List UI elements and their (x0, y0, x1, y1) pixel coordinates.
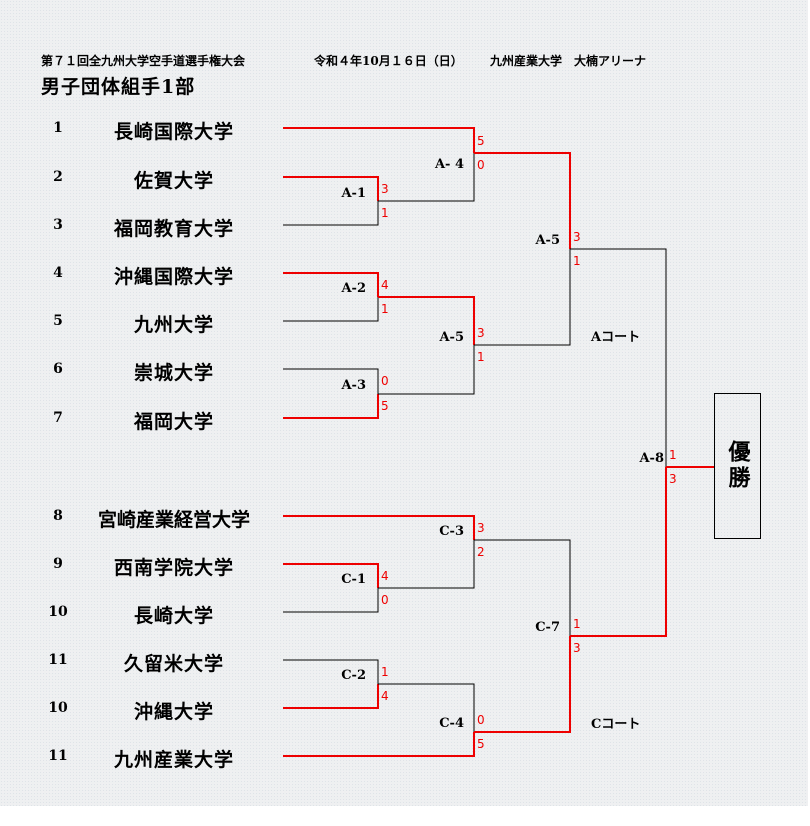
event-venue: 九州産業大学 大楠アリーナ (490, 54, 647, 68)
bracket-line-a5-out (570, 248, 667, 467)
team-seed: 3 (53, 217, 63, 233)
bracket-line-team-11 (283, 659, 379, 684)
score-c3-bottom: 2 (477, 545, 485, 559)
score-c7-bottom: 3 (573, 641, 581, 655)
score-c3-top: 3 (477, 521, 485, 535)
bracket-line-team-8 (283, 515, 475, 540)
team-name: 西南学院大学 (113, 557, 234, 579)
score-c1-top: 4 (381, 569, 389, 583)
bracket-line-team-6 (283, 368, 379, 394)
champion-label: 優勝 (724, 440, 751, 492)
score-c7-top: 1 (573, 617, 581, 631)
bracket-line-team-3 (283, 201, 379, 226)
team-name: 久留米大学 (123, 653, 224, 675)
bracket-line-team-10 (283, 588, 379, 613)
score-a2-bottom: 1 (381, 302, 389, 316)
team-seed: 1 (53, 120, 63, 136)
score-a8-top: 1 (669, 448, 677, 462)
bracket-line-a3-out (378, 345, 475, 395)
team-name: 沖縄国際大学 (113, 266, 234, 288)
team-name: 福岡教育大学 (113, 218, 234, 240)
team-seed: 4 (53, 265, 63, 281)
match-label-a5: A-5 (535, 233, 560, 248)
court-label-c: Cコート (591, 717, 641, 732)
match-label-c3: C-3 (439, 524, 464, 539)
team-seed: 11 (48, 748, 68, 764)
team-seed: 10 (48, 700, 68, 716)
team-name: 崇城大学 (133, 362, 214, 384)
score-a5-top: 3 (573, 230, 581, 244)
score-a8-bottom: 3 (669, 472, 677, 486)
score-c1-bottom: 0 (381, 593, 389, 607)
score-a3-bottom: 5 (381, 399, 389, 413)
match-label-c2: C-2 (341, 668, 366, 683)
bracket-line-a1-out (378, 153, 475, 202)
score-a5b-bottom: 1 (477, 350, 485, 364)
team-name: 長崎国際大学 (113, 121, 234, 143)
score-a1-bottom: 1 (381, 206, 389, 220)
score-a3-top: 0 (381, 374, 389, 388)
match-label-c1: C-1 (341, 572, 366, 587)
bracket-line-a2-out (378, 296, 475, 345)
team-seed: 2 (53, 169, 63, 185)
bracket-line-c1-out (378, 540, 475, 589)
bracket-line-team-13 (283, 732, 475, 757)
bracket-line-team-12 (283, 684, 379, 709)
bracket-line-team-4 (283, 272, 379, 297)
team-seed: 10 (48, 604, 68, 620)
bracket-line-c2-out (378, 683, 475, 732)
event-title: 第７１回全九州大学空手道選手権大会 (41, 54, 246, 68)
bracket-line-team-5 (283, 297, 379, 322)
bracket-line-a4-out (474, 152, 571, 249)
team-seed: 8 (53, 508, 63, 524)
score-a5b-top: 3 (477, 326, 485, 340)
team-name: 福岡大学 (133, 411, 214, 433)
score-c2-bottom: 4 (381, 689, 389, 703)
team-name: 九州産業大学 (113, 749, 234, 771)
bracket-line-c7-out (570, 467, 667, 637)
bracket-line-team-2 (283, 176, 379, 201)
bracket-line-c3-out (474, 539, 571, 636)
team-name: 長崎大学 (133, 605, 214, 627)
match-label-a3: A-3 (341, 378, 366, 393)
team-name: 宮崎産業経営大学 (97, 509, 250, 531)
team-seed: 11 (48, 652, 68, 668)
team-seed: 9 (53, 556, 63, 572)
score-a1-top: 3 (381, 182, 389, 196)
team-seed: 6 (53, 361, 63, 377)
bracket-line-team-7 (283, 394, 379, 419)
match-label-a8: A-8 (639, 451, 664, 466)
score-a4-top: 5 (477, 134, 485, 148)
score-a2-top: 4 (381, 278, 389, 292)
match-label-c4: C-4 (439, 716, 464, 731)
event-date: 令和４年10月１６日（日） (314, 54, 463, 68)
match-label-c7: C-7 (535, 620, 560, 635)
bracket-line-team-9 (283, 563, 379, 588)
bracket-line-a5b-out (474, 249, 571, 346)
bracket-line-c4-out (474, 636, 571, 733)
champion-box: 優勝 (714, 393, 761, 539)
score-a4-bottom: 0 (477, 158, 485, 172)
bracket-line-team-1 (283, 127, 475, 153)
score-a5-bottom: 1 (573, 254, 581, 268)
match-label-a4: A- 4 (434, 157, 464, 172)
score-c4-bottom: 5 (477, 737, 485, 751)
score-c4-top: 0 (477, 713, 485, 727)
team-seed: 7 (53, 410, 63, 426)
team-name: 沖縄大学 (133, 701, 214, 723)
team-name: 佐賀大学 (133, 170, 214, 192)
score-c2-top: 1 (381, 665, 389, 679)
match-label-a2: A-2 (341, 281, 366, 296)
match-label-a5b: A-5 (439, 330, 464, 345)
team-seed: 5 (53, 313, 63, 329)
match-label-a1: A-1 (341, 186, 366, 201)
bracket-sheet (0, 0, 808, 806)
division-title: 男子団体組手1部 (41, 76, 196, 98)
team-name: 九州大学 (133, 314, 214, 336)
court-label-a: Aコート (591, 330, 641, 345)
